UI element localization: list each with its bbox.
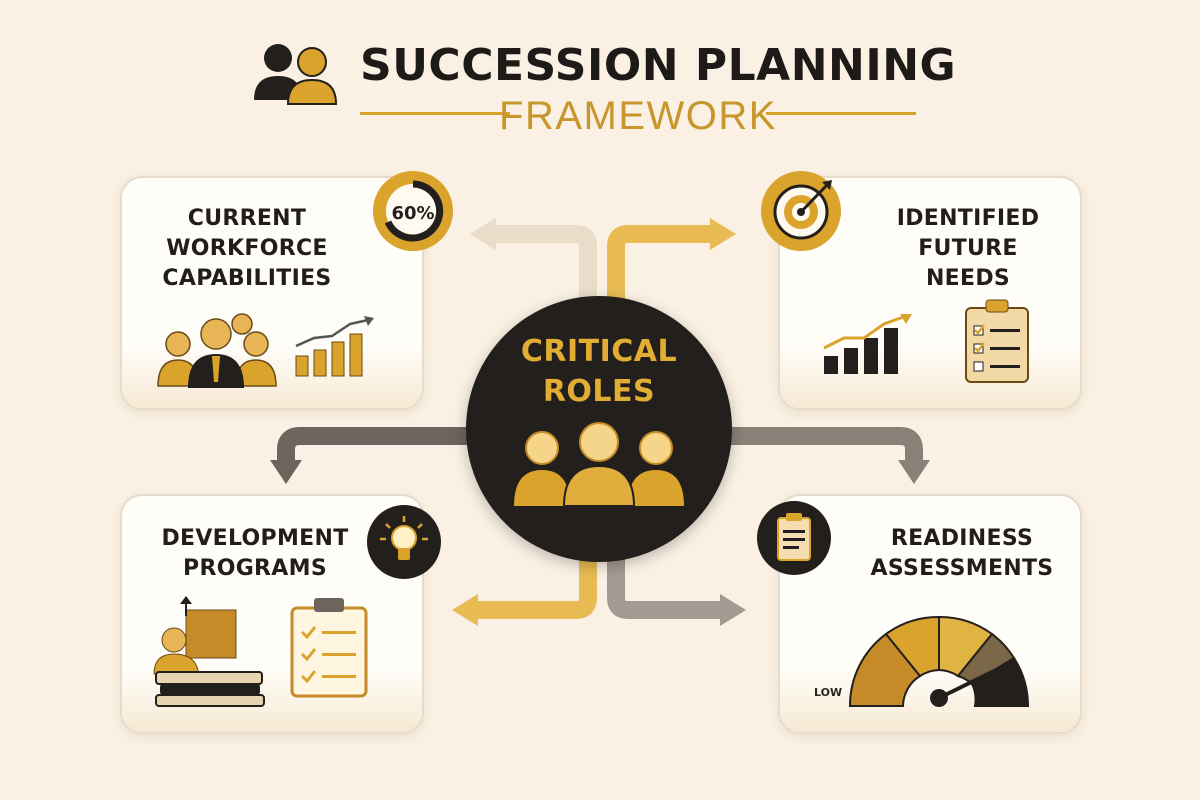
card-title: DEVELOPMENT PROGRAMS	[144, 524, 366, 584]
title-line: CAPABILITIES	[162, 266, 332, 291]
badge-percent: 60%	[391, 203, 434, 224]
arrow-to-future-needs	[607, 225, 712, 330]
readiness-gauge-icon	[848, 615, 1030, 707]
arrowhead	[270, 460, 302, 484]
title-line: DEVELOPMENT	[161, 526, 349, 551]
checklist-icon	[965, 299, 1029, 383]
arrowhead	[720, 594, 746, 626]
bar-chart-icon	[295, 316, 374, 377]
title-line: WORKFORCE	[166, 236, 328, 261]
arrow-to-current-workforce	[490, 225, 597, 330]
card-title: READINESS ASSESSMENTS	[864, 524, 1060, 584]
critical-roles-hub: CRITICAL ROLES	[466, 296, 732, 562]
target-icon	[761, 171, 841, 251]
gauge-icon: 60%	[373, 171, 453, 251]
team-people-icon	[157, 313, 277, 388]
card-readiness-assessments: READINESS ASSESSMENTS LOW	[778, 494, 1082, 734]
arrow-lower-right	[607, 540, 724, 619]
card-current-workforce-capabilities: CURRENT WORKFORCE CAPABILITIES	[120, 176, 424, 410]
lightbulb-icon-badge	[366, 504, 442, 580]
arrowhead	[710, 218, 736, 250]
hub-title-line: ROLES	[542, 374, 656, 409]
title-line: READINESS	[890, 526, 1034, 551]
gauge-icon-badge: 60%	[372, 170, 454, 252]
page-title: SUCCESSION PLANNING	[360, 40, 957, 91]
arrow-to-readiness	[722, 427, 923, 462]
arrow-lower-left	[474, 540, 597, 619]
lightbulb-icon	[367, 505, 441, 579]
people-icon	[514, 422, 684, 506]
card-development-programs: DEVELOPMENT PROGRAMS	[120, 494, 424, 734]
title-line: IDENTIFIED	[896, 206, 1040, 231]
subtitle-rule-right	[766, 112, 916, 115]
card-title: IDENTIFIED FUTURE NEEDS	[870, 204, 1066, 294]
arrowhead	[470, 218, 496, 250]
title-line: CURRENT	[187, 206, 307, 231]
hub-title: CRITICAL ROLES	[466, 332, 732, 412]
page-subtitle: FRAMEWORK	[499, 94, 777, 138]
title-line: ASSESSMENTS	[870, 556, 1054, 581]
checklist-icon	[290, 598, 368, 698]
subtitle-rule-left	[360, 112, 510, 115]
hub-title-line: CRITICAL	[520, 334, 678, 369]
clipboard-icon	[757, 501, 831, 575]
arrowhead	[452, 594, 478, 626]
arrow-to-development	[277, 427, 480, 462]
clipboard-icon-badge	[756, 500, 832, 576]
gauge-low-label: LOW	[814, 686, 843, 699]
title-line: FUTURE	[918, 236, 1018, 261]
subtitle-row: FRAMEWORK	[360, 92, 916, 138]
arrowhead	[898, 460, 930, 484]
title-line: NEEDS	[925, 266, 1011, 291]
books-icon	[153, 596, 265, 707]
card-title: CURRENT WORKFORCE CAPABILITIES	[142, 204, 352, 294]
bar-chart-icon	[823, 314, 912, 374]
target-icon-badge	[760, 170, 842, 252]
title-line: PROGRAMS	[183, 556, 327, 581]
people-icon	[254, 44, 338, 105]
